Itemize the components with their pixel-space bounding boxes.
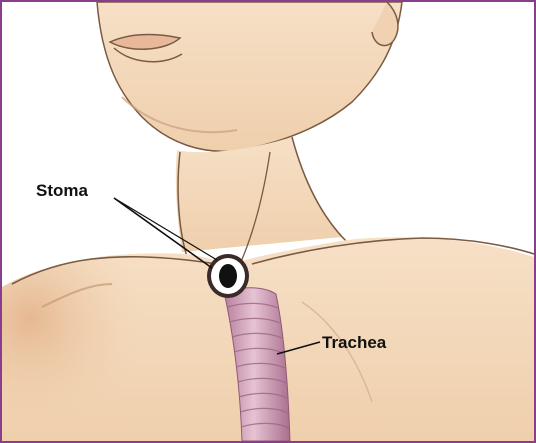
face-shape <box>97 2 402 151</box>
trachea-label: Trachea <box>322 333 387 352</box>
stoma-label: Stoma <box>36 181 89 200</box>
neck-shape <box>176 137 342 252</box>
stoma-opening <box>219 264 237 288</box>
